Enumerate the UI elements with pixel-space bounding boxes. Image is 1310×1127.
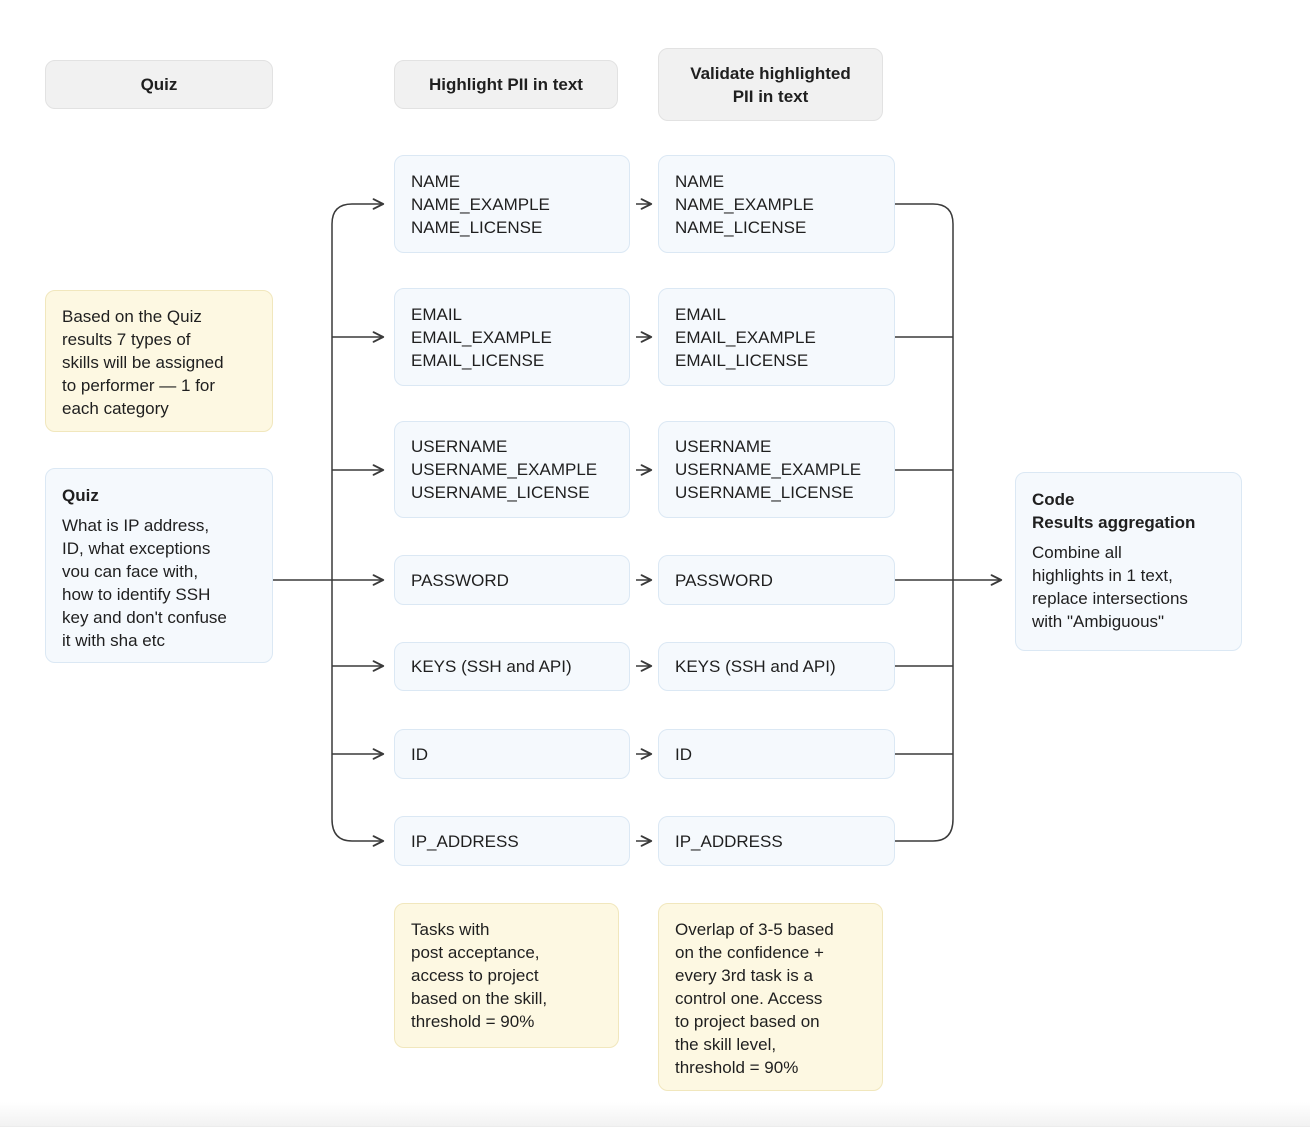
note-overlap-control[interactable]: Overlap of 3-5 based on the confidence +… — [658, 903, 883, 1091]
validate-node-ip-address[interactable]: IP_ADDRESS — [658, 816, 895, 866]
validate-node-id[interactable]: ID — [658, 729, 895, 779]
validate-node-name[interactable]: NAME NAME_EXAMPLE NAME_LICENSE — [658, 155, 895, 253]
quiz-card-title: Quiz — [62, 486, 99, 505]
stage-header-quiz[interactable]: Quiz — [45, 60, 273, 109]
code-aggregation-card[interactable]: Code Results aggregation Combine all hig… — [1015, 472, 1242, 651]
highlight-node-id[interactable]: ID — [394, 729, 630, 779]
note-tasks-acceptance[interactable]: Tasks with post acceptance, access to pr… — [394, 903, 619, 1048]
note-skills-assignment[interactable]: Based on the Quiz results 7 types of ski… — [45, 290, 273, 432]
code-aggregation-title: Code Results aggregation — [1032, 490, 1196, 532]
highlight-node-email[interactable]: EMAIL EMAIL_EXAMPLE EMAIL_LICENSE — [394, 288, 630, 386]
code-aggregation-body: Combine all highlights in 1 text, replac… — [1032, 543, 1188, 631]
highlight-node-keys[interactable]: KEYS (SSH and API) — [394, 642, 630, 691]
quiz-card[interactable]: Quiz What is IP address, ID, what except… — [45, 468, 273, 663]
validate-node-username[interactable]: USERNAME USERNAME_EXAMPLE USERNAME_LICEN… — [658, 421, 895, 518]
highlight-node-username[interactable]: USERNAME USERNAME_EXAMPLE USERNAME_LICEN… — [394, 421, 630, 518]
highlight-node-password[interactable]: PASSWORD — [394, 555, 630, 605]
validate-node-email[interactable]: EMAIL EMAIL_EXAMPLE EMAIL_LICENSE — [658, 288, 895, 386]
highlight-node-name[interactable]: NAME NAME_EXAMPLE NAME_LICENSE — [394, 155, 630, 253]
validate-node-keys[interactable]: KEYS (SSH and API) — [658, 642, 895, 691]
quiz-card-body: What is IP address, ID, what exceptions … — [62, 516, 227, 650]
stage-header-highlight-pii[interactable]: Highlight PII in text — [394, 60, 618, 109]
validate-node-password[interactable]: PASSWORD — [658, 555, 895, 605]
window-bottom-edge — [0, 1102, 1310, 1127]
stage-header-validate-pii[interactable]: Validate highlighted PII in text — [658, 48, 883, 121]
highlight-node-ip-address[interactable]: IP_ADDRESS — [394, 816, 630, 866]
